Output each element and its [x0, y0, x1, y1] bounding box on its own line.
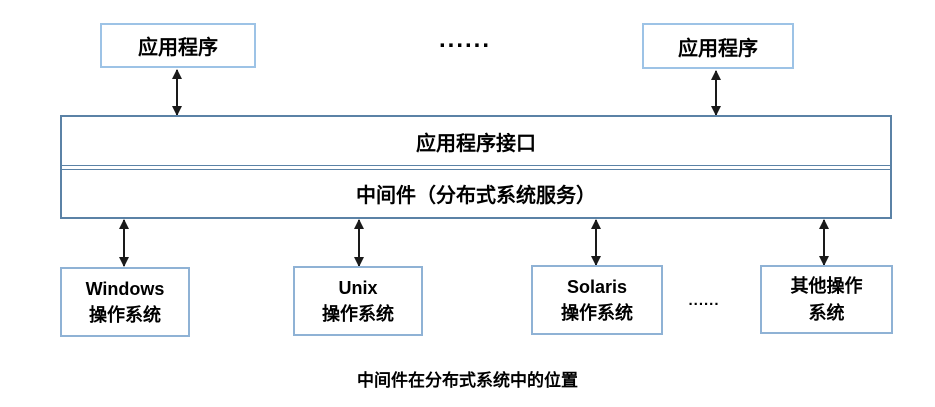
os-box-windows-name: Windows [85, 278, 165, 299]
middleware-row: 中间件（分布式系统服务） [62, 169, 890, 217]
os-box-unix-suffix: 操作系统 [322, 304, 394, 324]
os-box-unix: Unix 操作系统 [293, 266, 423, 336]
os-box-other: 其他操作 系统 [760, 265, 893, 334]
os-box-other-suffix: 系统 [808, 302, 845, 323]
application-box-left: 应用程序 [100, 23, 256, 68]
double-arrow-app-left-icon [176, 70, 178, 115]
application-box-right: 应用程序 [642, 23, 794, 69]
double-arrow-os-windows-icon [123, 220, 125, 266]
os-box-windows-suffix: 操作系统 [89, 305, 161, 325]
os-box-windows: Windows 操作系统 [60, 267, 190, 337]
ellipsis-bottom: ...... [688, 292, 720, 309]
diagram-caption: 中间件在分布式系统中的位置 [357, 371, 578, 390]
middleware-band: 应用程序接口 中间件（分布式系统服务） [60, 115, 892, 219]
os-box-other-name: 其他操作 [790, 276, 863, 297]
application-box-right-label: 应用程序 [678, 37, 758, 60]
double-arrow-os-other-icon [823, 220, 825, 265]
os-box-solaris: Solaris 操作系统 [531, 265, 663, 335]
double-arrow-os-unix-icon [358, 220, 360, 266]
os-box-solaris-name: Solaris [566, 276, 628, 297]
double-arrow-os-solaris-icon [595, 220, 597, 265]
application-box-left-label: 应用程序 [138, 37, 218, 59]
os-box-unix-name: Unix [338, 277, 378, 298]
api-row: 应用程序接口 [62, 117, 890, 166]
double-arrow-app-right-icon [715, 71, 717, 115]
middleware-row-label: 中间件（分布式系统服务） [356, 185, 596, 207]
os-box-solaris-suffix: 操作系统 [561, 303, 633, 323]
api-row-label: 应用程序接口 [416, 132, 536, 155]
ellipsis-top: ...... [438, 26, 491, 53]
